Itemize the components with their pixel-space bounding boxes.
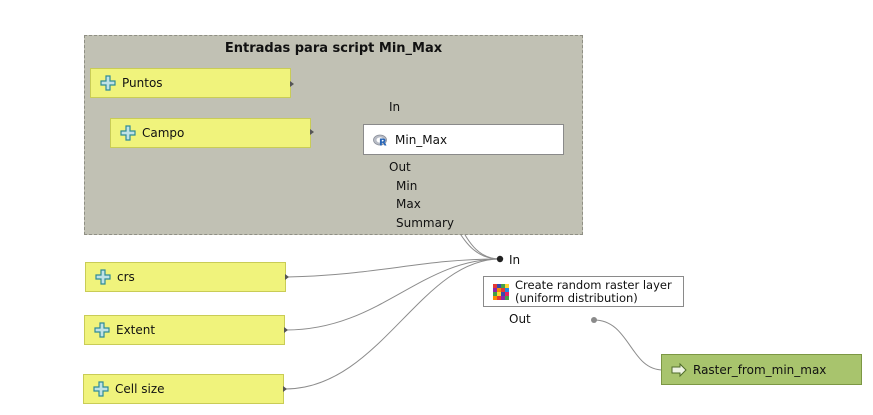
input-node-puntos[interactable]: Puntos bbox=[90, 68, 291, 98]
algorithm-label: Create random raster layer (uniform dist… bbox=[515, 277, 672, 305]
port-label-min: Min bbox=[396, 179, 418, 193]
input-node-extent[interactable]: Extent bbox=[84, 315, 285, 345]
input-label: Cell size bbox=[115, 382, 165, 396]
output-arrow-icon bbox=[671, 362, 687, 377]
group-title: Entradas para script Min_Max bbox=[224, 41, 443, 56]
parameter-icon bbox=[93, 381, 109, 397]
output-arrow-small bbox=[310, 129, 314, 135]
algorithm-node-random-raster[interactable]: Create random raster layer (uniform dist… bbox=[483, 276, 684, 307]
input-node-crs[interactable]: crs bbox=[85, 262, 286, 292]
connector-cellsize-random bbox=[284, 258, 501, 390]
port-label-summary: Summary bbox=[396, 216, 454, 230]
input-label: Puntos bbox=[122, 76, 163, 90]
output-arrow-small bbox=[284, 327, 288, 333]
r-script-icon: R bbox=[373, 134, 387, 148]
input-label: Campo bbox=[142, 126, 185, 140]
input-node-campo[interactable]: Campo bbox=[110, 118, 311, 148]
port-label-out: Out bbox=[509, 312, 531, 326]
parameter-icon bbox=[120, 125, 136, 141]
port-in-random[interactable] bbox=[496, 255, 504, 263]
output-arrow-small bbox=[285, 274, 289, 280]
parameter-icon bbox=[95, 269, 111, 285]
output-label: Raster_from_min_max bbox=[693, 362, 827, 377]
svg-text:R: R bbox=[379, 137, 387, 148]
port-label-max: Max bbox=[396, 197, 421, 211]
connector-random-raster bbox=[593, 319, 664, 371]
connector-extent-random bbox=[285, 258, 501, 331]
port-out-random[interactable] bbox=[591, 317, 597, 323]
algorithm-node-minmax[interactable]: R Min_Max bbox=[363, 124, 564, 155]
parameter-icon bbox=[100, 75, 116, 91]
port-label-out: Out bbox=[389, 160, 411, 174]
output-arrow-small bbox=[283, 386, 287, 392]
parameter-icon bbox=[94, 322, 110, 338]
output-arrow-small bbox=[290, 81, 294, 87]
algorithm-label: Min_Max bbox=[395, 132, 448, 147]
input-label: Extent bbox=[116, 323, 156, 337]
connector-crs-random bbox=[286, 258, 501, 278]
input-label: crs bbox=[117, 270, 135, 284]
output-node-raster[interactable]: Raster_from_min_max bbox=[661, 354, 862, 385]
port-label-in: In bbox=[509, 253, 521, 267]
input-node-cellsize[interactable]: Cell size bbox=[83, 374, 284, 404]
port-label-in: In bbox=[389, 100, 401, 114]
random-raster-icon bbox=[493, 283, 509, 300]
